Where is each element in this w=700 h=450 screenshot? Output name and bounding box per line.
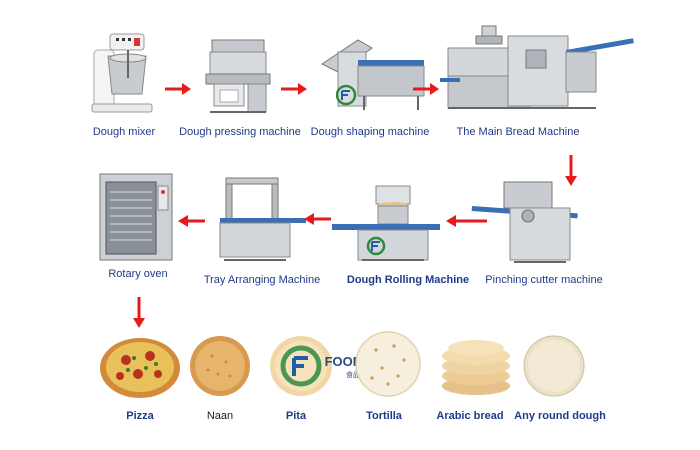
arrow-left-2 — [302, 212, 332, 226]
pinching-cutter-label: Pinching cutter machine — [485, 274, 603, 286]
arrow-left-1 — [176, 214, 206, 228]
dough-mixer-image — [88, 32, 158, 114]
arrow-down-left — [132, 296, 146, 330]
arrow-right-2 — [280, 82, 308, 96]
dough-shaping-image — [318, 30, 430, 116]
food-line-logo — [336, 84, 400, 106]
main-bread-machine-label: The Main Bread Machine — [456, 126, 580, 138]
dough-shaping-label: Dough shaping machine — [310, 126, 430, 138]
dough-pressing-label: Dough pressing machine — [179, 126, 301, 138]
round-dough-image — [522, 334, 586, 398]
rotary-oven-label: Rotary oven — [108, 268, 168, 280]
pizza-label: Pizza — [126, 410, 154, 422]
tortilla-image — [354, 330, 422, 398]
tray-arranging-image — [212, 176, 308, 264]
arrow-right-1 — [164, 82, 192, 96]
pinching-cutter-image — [470, 178, 582, 268]
arrow-left-3 — [444, 214, 488, 228]
main-bread-machine-image — [436, 20, 640, 116]
arrow-down-right — [564, 154, 578, 188]
dough-mixer-label: Dough mixer — [92, 126, 156, 138]
tray-arranging-label: Tray Arranging Machine — [203, 274, 321, 286]
food-line-logo-2 — [366, 236, 386, 256]
pita-label: Pita — [285, 410, 307, 422]
dough-pressing-image — [200, 38, 276, 116]
dough-rolling-image — [328, 184, 442, 266]
pita-image — [268, 334, 334, 398]
tortilla-label: Tortilla — [366, 410, 402, 422]
naan-label: Naan — [206, 410, 234, 422]
arabic-bread-image — [438, 336, 514, 398]
dough-rolling-label: Dough Rolling Machine — [346, 274, 470, 286]
arabic-bread-label: Arabic bread — [436, 410, 504, 422]
naan-image — [188, 334, 252, 398]
pizza-image — [98, 334, 182, 400]
any-round-dough-label: Any round dough — [514, 410, 606, 422]
arrow-right-3 — [412, 82, 440, 96]
rotary-oven-image — [96, 172, 176, 264]
